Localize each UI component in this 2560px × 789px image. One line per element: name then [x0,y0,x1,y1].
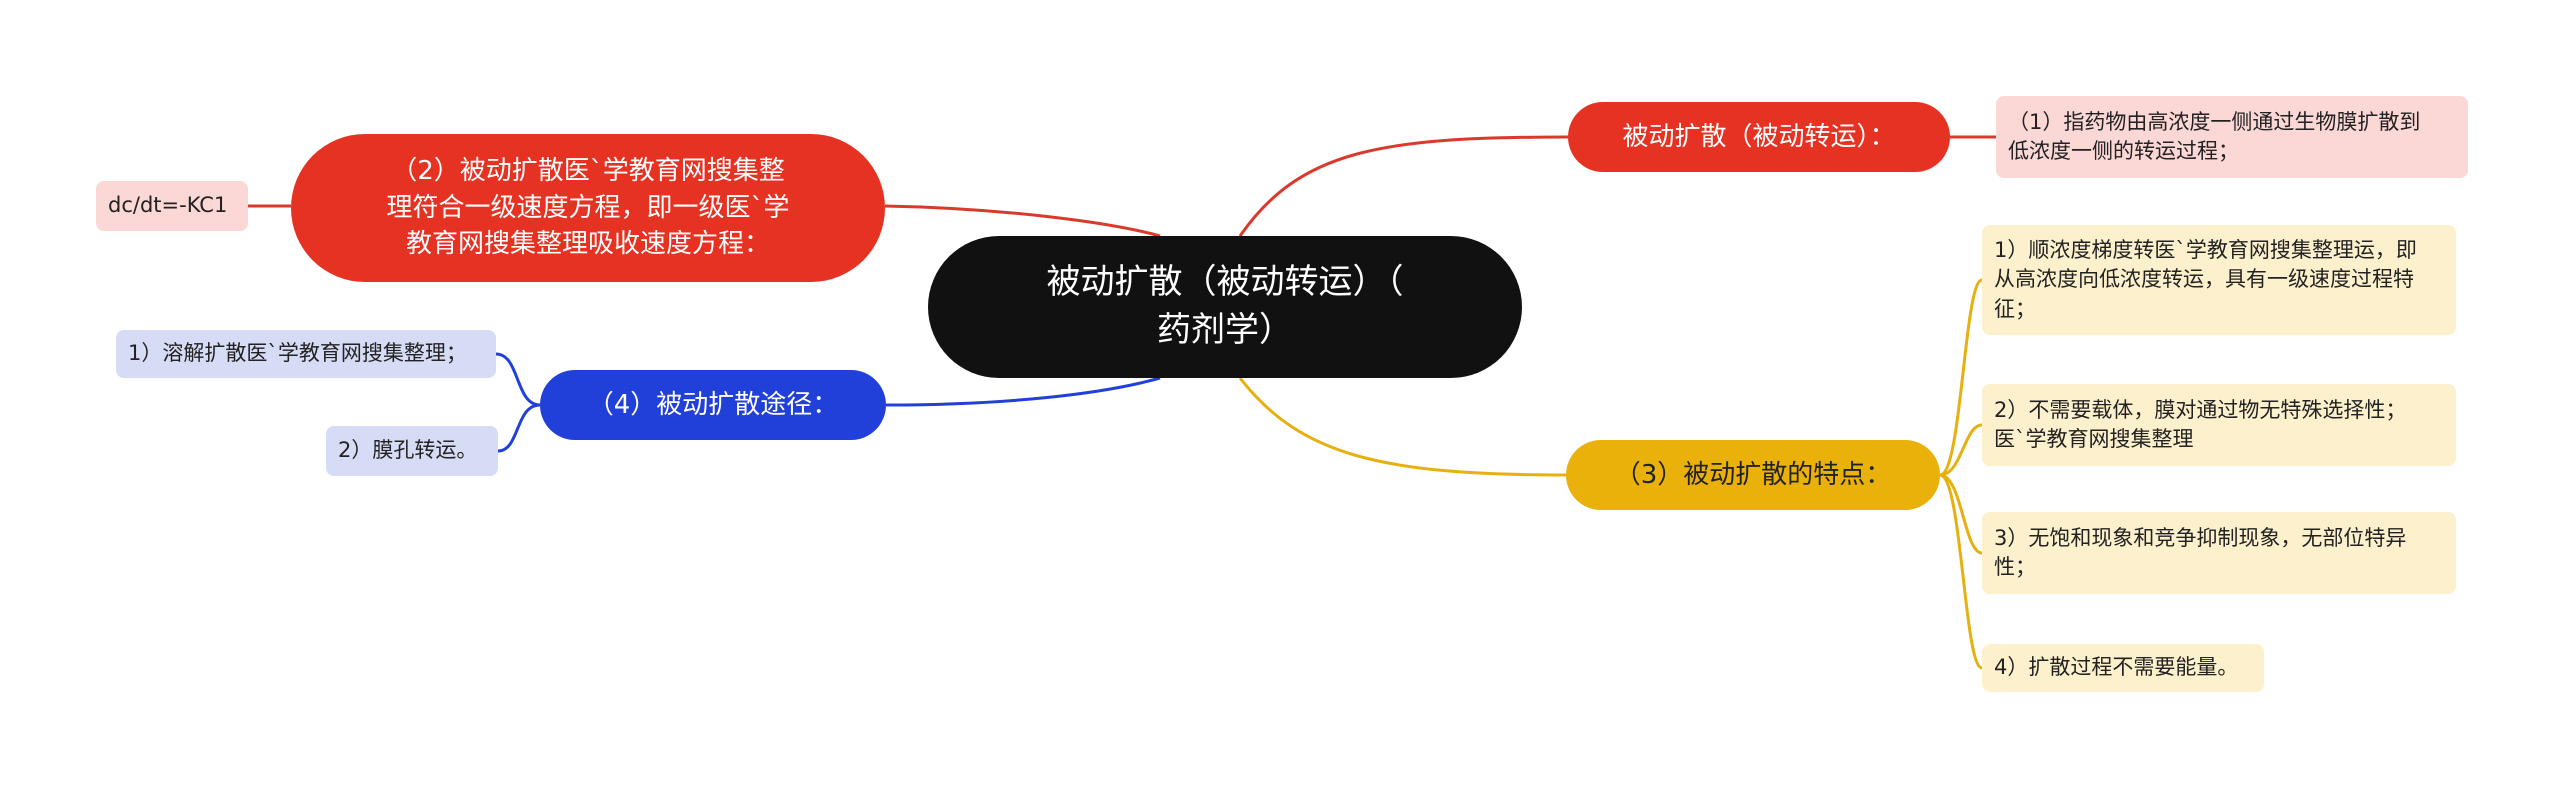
branch-3-node[interactable]: （3）被动扩散的特点： [1566,440,1940,510]
branch-3-leaf-1-text: 1）顺浓度梯度转医`学教育网搜集整理运，即 从高浓度向低浓度转运，具有一级速度过… [1994,237,2417,321]
central-topic-label: 被动扩散（被动转运）（ 药剂学） [1046,262,1404,350]
branch-1-label: 被动扩散（被动转运）： [1622,121,1896,152]
branch-4-leaf-2[interactable]: 2）膜孔转运。 [326,426,498,476]
branch-2-label: （2）被动扩散医`学教育网搜集整 理符合一级速度方程，即一级医`学 教育网搜集整… [386,156,790,260]
branch-3-label: （3）被动扩散的特点： [1614,459,1892,490]
branch-4-label: （4）被动扩散途径： [587,389,839,420]
link-b4-l4b [497,403,541,453]
link-b3-l3b [1939,423,1983,477]
branch-3-leaf-4[interactable]: 4）扩散过程不需要能量。 [1982,644,2264,692]
branch-3-leaf-3-text: 3）无饱和现象和竞争抑制现象，无部位特异 性； [1994,525,2407,579]
branch-1-leaf-text: （1）指药物由高浓度一侧通过生物膜扩散到 低浓度一侧的转运过程； [2008,109,2421,163]
link-center-b4 [885,376,1161,407]
link-b3-l3a [1939,278,1983,477]
branch-3-leaf-2-text: 2）不需要载体，膜对通过物无特殊选择性； 医`学教育网搜集整理 [1994,397,2407,451]
link-b3-l3c [1939,473,1983,555]
branch-3-leaf-2[interactable]: 2）不需要载体，膜对通过物无特殊选择性； 医`学教育网搜集整理 [1982,384,2456,466]
branch-3-leaf-3[interactable]: 3）无饱和现象和竞争抑制现象，无部位特异 性； [1982,512,2456,594]
central-topic[interactable]: 被动扩散（被动转运）（ 药剂学） [928,236,1522,378]
branch-4-node[interactable]: （4）被动扩散途径： [540,370,886,440]
branch-1-leaf[interactable]: （1）指药物由高浓度一侧通过生物膜扩散到 低浓度一侧的转运过程； [1996,96,2468,178]
link-center-b3 [1238,377,1567,477]
branch-4-leaf-1[interactable]: 1）溶解扩散医`学教育网搜集整理； [116,330,496,378]
branch-4-leaf-2-text: 2）膜孔转运。 [338,438,478,463]
link-center-b1 [1238,135,1569,237]
branch-2-leaf-text: dc/dt=-KC1 [108,193,228,218]
branch-4-leaf-1-text: 1）溶解扩散医`学教育网搜集整理； [128,341,467,366]
link-b4-l4a [495,352,541,407]
branch-1-node[interactable]: 被动扩散（被动转运）： [1568,102,1950,172]
branch-3-leaf-1[interactable]: 1）顺浓度梯度转医`学教育网搜集整理运，即 从高浓度向低浓度转运，具有一级速度过… [1982,225,2456,335]
branch-2-leaf[interactable]: dc/dt=-KC1 [96,181,248,231]
link-b3-l3d [1939,473,1983,670]
link-center-b2 [884,204,1161,238]
branch-2-node[interactable]: （2）被动扩散医`学教育网搜集整 理符合一级速度方程，即一级医`学 教育网搜集整… [291,134,885,282]
branch-3-leaf-4-text: 4）扩散过程不需要能量。 [1994,655,2239,680]
